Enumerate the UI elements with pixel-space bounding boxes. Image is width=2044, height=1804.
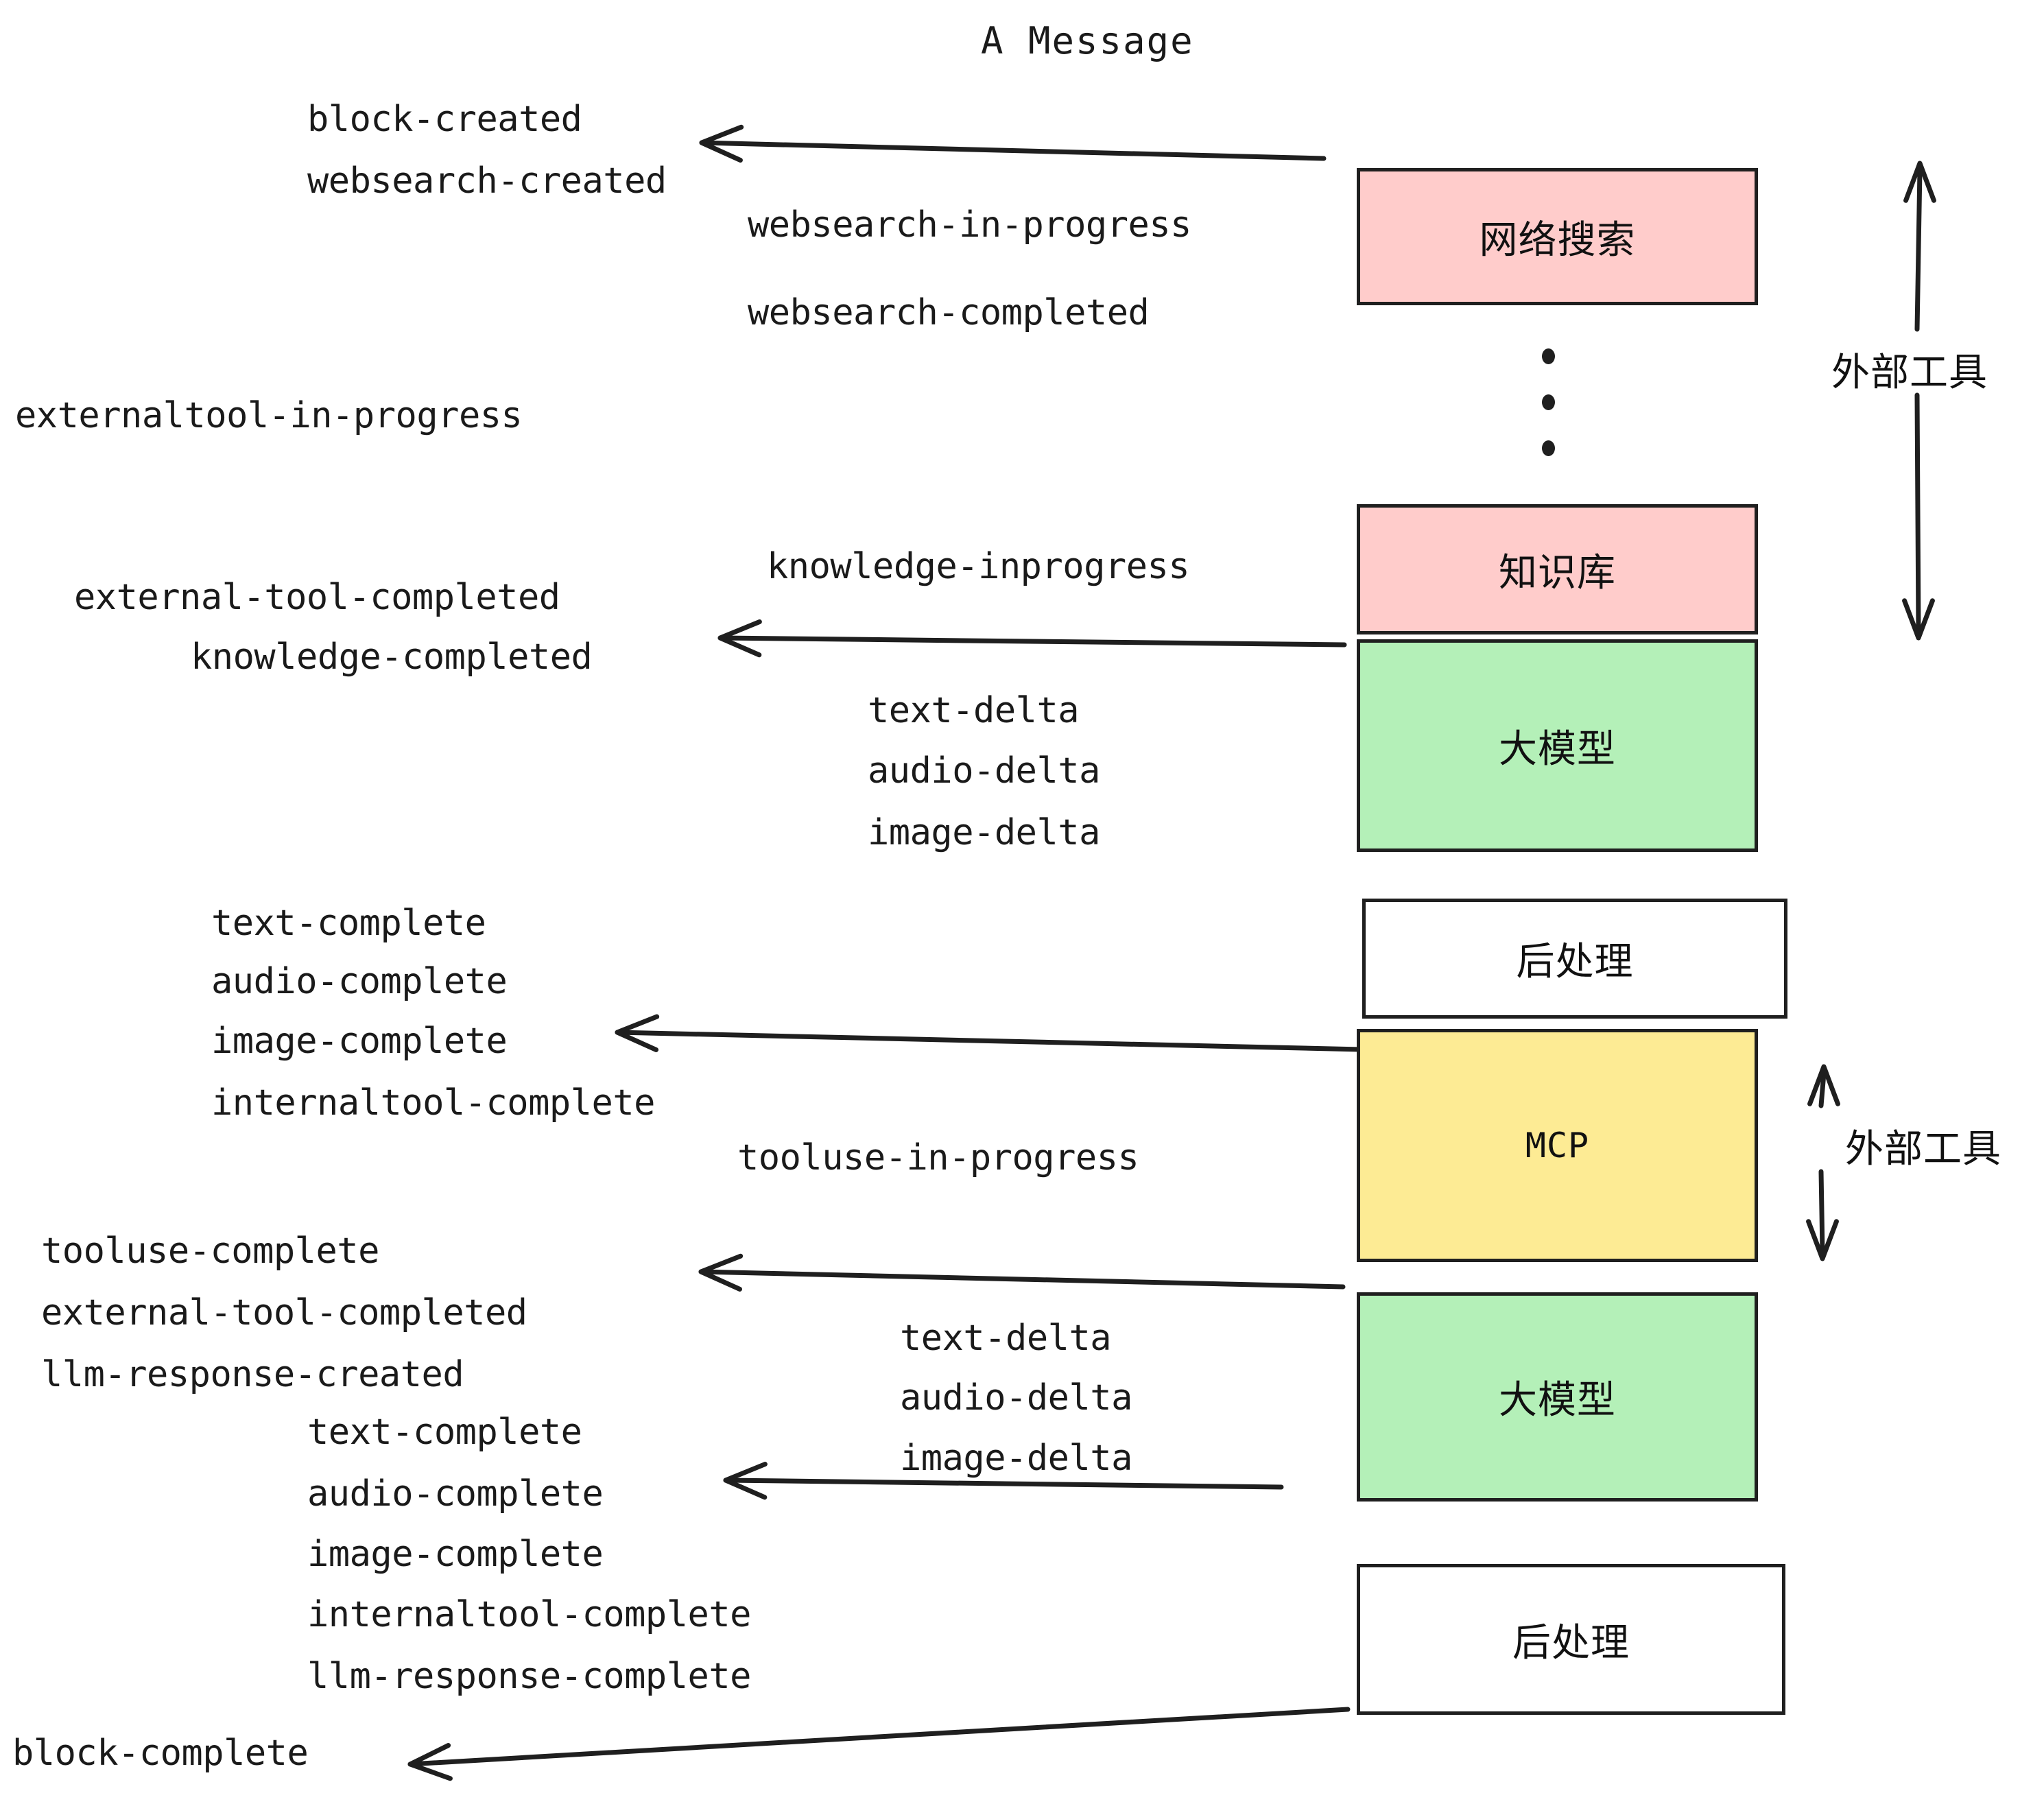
arrow-tooluse-complete-head: [698, 1253, 744, 1292]
event-label: knowledge-completed: [191, 637, 593, 678]
event-label: external-tool-completed: [74, 577, 560, 618]
event-label: text-delta: [868, 690, 1080, 731]
arrow-block-created-head: [699, 124, 744, 163]
bracket-label-external-tool-top: 外部工具: [1831, 351, 1988, 395]
arrow-image-complete-head: [615, 1014, 660, 1052]
arrow-tooluse-complete-line: [698, 1269, 1346, 1290]
event-label: knowledge-inprogress: [767, 546, 1190, 587]
event-label: tooluse-in-progress: [737, 1137, 1139, 1178]
node-mcp: MCP: [1357, 1029, 1758, 1262]
external-tool-bottom-down-line: [1818, 1169, 1825, 1255]
arrow-block-complete-head: [407, 1743, 453, 1781]
event-label: audio-delta: [900, 1377, 1132, 1419]
event-label: internaltool-complete: [307, 1594, 751, 1635]
event-label: audio-delta: [868, 750, 1100, 792]
arrow-audio-complete-head: [723, 1462, 768, 1500]
node-knowledge: 知识库: [1357, 504, 1758, 634]
event-label: external-tool-completed: [41, 1292, 527, 1333]
event-label: tooluse-complete: [41, 1231, 379, 1272]
event-label: llm-response-complete: [307, 1656, 751, 1697]
bracket-label-external-tool-bottom: 外部工具: [1845, 1127, 2001, 1172]
arrow-knowledge-completed-line: [717, 635, 1347, 648]
external-tool-bottom-down-head: [1806, 1219, 1839, 1261]
event-label: block-complete: [12, 1733, 309, 1774]
event-label: audio-complete: [307, 1473, 604, 1515]
event-label: internaltool-complete: [211, 1082, 655, 1124]
event-label: text-complete: [307, 1412, 582, 1453]
ellipsis-dot: [1542, 440, 1555, 456]
event-label: websearch-completed: [748, 292, 1150, 333]
event-label: llm-response-created: [41, 1354, 464, 1395]
external-tool-top-up-head: [1903, 161, 1936, 203]
event-label: audio-complete: [211, 961, 508, 1002]
event-label: block-created: [307, 99, 582, 140]
event-label: image-complete: [307, 1534, 604, 1575]
arrow-image-complete-line: [615, 1030, 1364, 1052]
external-tool-bottom-up-line: [1818, 1071, 1827, 1108]
event-label: text-complete: [211, 903, 486, 944]
ellipsis-dot: [1542, 394, 1555, 410]
external-tool-top-down-line: [1914, 392, 1921, 634]
event-label: externaltool-in-progress: [15, 395, 523, 436]
arrow-block-complete-line: [407, 1707, 1351, 1767]
node-postprocess-2: 后处理: [1357, 1564, 1785, 1715]
external-tool-top-down-head: [1902, 598, 1935, 641]
event-label: websearch-created: [307, 161, 667, 202]
node-websearch: 网络搜索: [1357, 168, 1758, 305]
node-llm-1: 大模型: [1357, 639, 1758, 852]
event-label: image-complete: [211, 1021, 508, 1062]
event-label: websearch-in-progress: [748, 204, 1191, 246]
node-llm-2: 大模型: [1357, 1292, 1758, 1502]
event-label: text-delta: [900, 1318, 1112, 1359]
arrow-audio-complete-line: [723, 1477, 1284, 1490]
event-label: image-delta: [868, 812, 1100, 853]
external-tool-top-up-line: [1914, 167, 1923, 332]
arrow-knowledge-completed-head: [717, 619, 762, 658]
arrow-block-created-line: [699, 140, 1327, 161]
node-postprocess-1: 后处理: [1362, 899, 1787, 1019]
external-tool-bottom-up-head: [1807, 1064, 1840, 1106]
event-label: image-delta: [900, 1438, 1132, 1479]
ellipsis-dot: [1542, 348, 1555, 364]
page-title: A Message: [981, 19, 1194, 62]
